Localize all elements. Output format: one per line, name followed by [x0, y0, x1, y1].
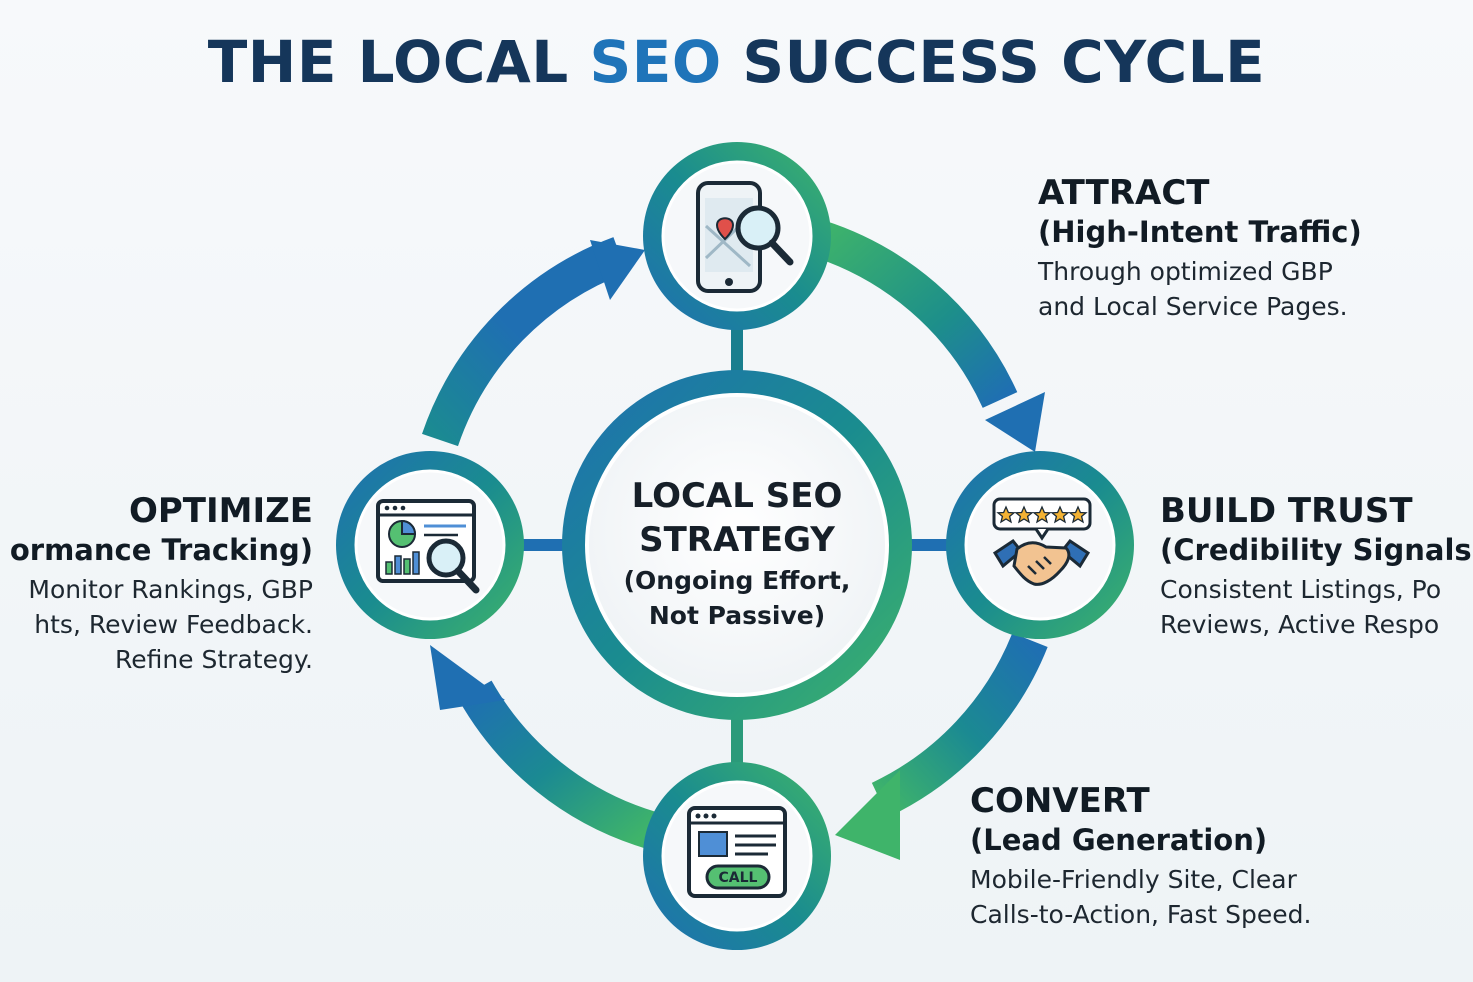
- call-button-label: CALL: [719, 870, 758, 886]
- step-optimize-desc-line2: hts, Review Feedback.: [34, 610, 313, 639]
- arrow-bottom-left: [430, 645, 656, 849]
- step-attract-description: Through optimized GBP and Local Service …: [1038, 254, 1362, 324]
- arrow-top-right: [804, 217, 1045, 452]
- title-part2: SUCCESS CYCLE: [721, 28, 1266, 96]
- title-part1: THE LOCAL: [207, 28, 590, 96]
- center-line-4: Not Passive): [648, 601, 826, 630]
- step-attract-desc-line2: and Local Service Pages.: [1038, 292, 1348, 321]
- step-attract-subtitle: (High-Intent Traffic): [1038, 215, 1362, 249]
- step-convert-description: Mobile-Friendly Site, Clear Calls-to-Act…: [970, 862, 1311, 932]
- step-convert-subtitle: (Lead Generation): [970, 823, 1268, 857]
- step-optimize-title: OPTIMIZE: [128, 491, 313, 531]
- phone-map-search-icon: [696, 181, 794, 293]
- center-label: LOCAL SEO STRATEGY (Ongoing Effort, Not …: [587, 474, 887, 632]
- page-title: THE LOCAL SEO SUCCESS CYCLE: [0, 28, 1473, 96]
- step-convert-desc-line1: Mobile-Friendly Site, Clear: [970, 865, 1297, 894]
- step-optimize-desc-line1: Monitor Rankings, GBP: [28, 575, 313, 604]
- analytics-magnifier-icon: [376, 499, 480, 594]
- step-trust-desc-line2: Reviews, Active Respo: [1160, 610, 1440, 639]
- step-attract: ATTRACT (High-Intent Traffic) Through op…: [1038, 172, 1362, 324]
- center-line-2: STRATEGY: [639, 520, 835, 560]
- step-trust-title: BUILD TRUST: [1160, 491, 1413, 531]
- center-line-1: LOCAL SEO: [631, 476, 843, 516]
- step-optimize-subtitle: ormance Tracking): [9, 533, 313, 567]
- step-attract-title: ATTRACT: [1038, 173, 1210, 213]
- step-convert: CONVERT (Lead Generation) Mobile-Friendl…: [970, 780, 1311, 932]
- step-attract-desc-line1: Through optimized GBP: [1038, 257, 1333, 286]
- arrow-top-left: [422, 237, 645, 447]
- arrow-bottom-right: [835, 632, 1048, 860]
- step-trust-subtitle: (Credibility Signals: [1160, 533, 1472, 567]
- step-trust-description: Consistent Listings, Po Reviews, Active …: [1160, 572, 1472, 642]
- title-accent: SEO: [589, 28, 722, 96]
- step-convert-title: CONVERT: [970, 781, 1150, 821]
- step-optimize-description: Monitor Rankings, GBP hts, Review Feedba…: [10, 572, 313, 677]
- center-circle: [562, 370, 912, 720]
- step-optimize-desc-line3: Refine Strategy.: [114, 645, 313, 674]
- center-line-3: (Ongoing Effort,: [623, 566, 851, 595]
- step-convert-desc-line2: Calls-to-Action, Fast Speed.: [970, 900, 1312, 929]
- handshake-stars-icon: [992, 497, 1092, 586]
- step-trust-desc-line1: Consistent Listings, Po: [1160, 575, 1442, 604]
- call-page-icon: CALL: [687, 806, 787, 898]
- step-optimize: OPTIMIZE ormance Tracking) Monitor Ranki…: [10, 490, 313, 677]
- step-build-trust: BUILD TRUST (Credibility Signals Consist…: [1160, 490, 1472, 642]
